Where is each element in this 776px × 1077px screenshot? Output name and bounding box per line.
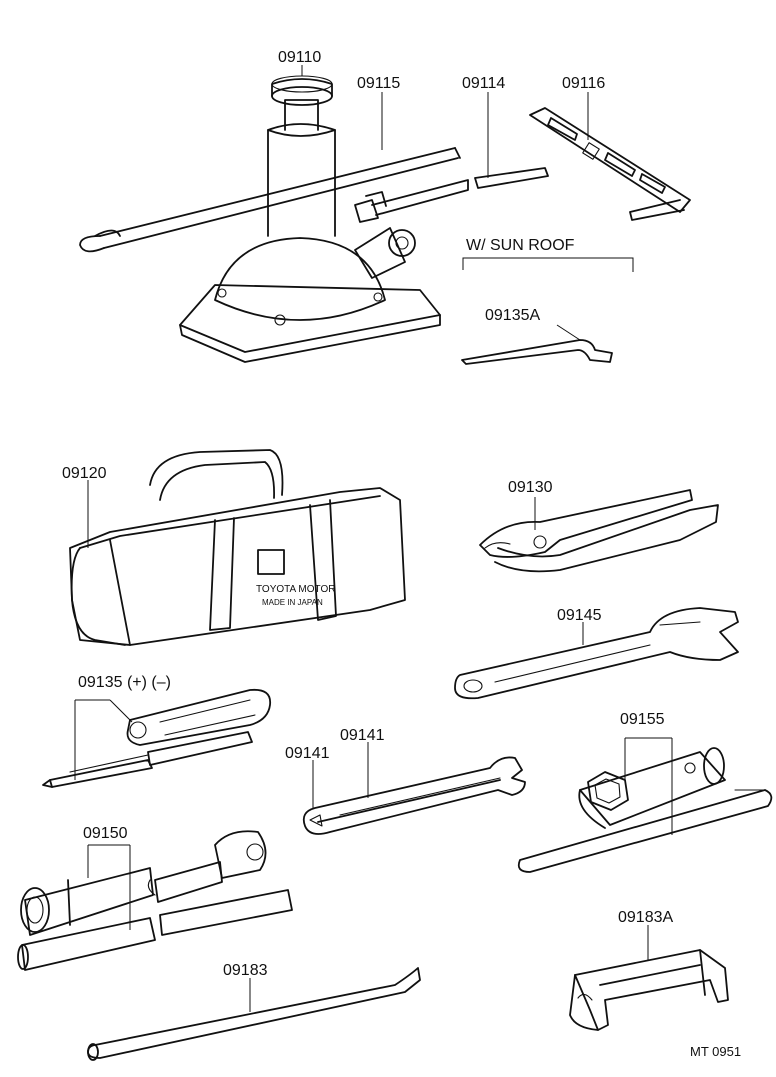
clamp-drawing <box>569 925 729 1031</box>
tool-bag-drawing: TOYOTA MOTOR MADE IN JAPAN <box>69 449 406 646</box>
sunroof-group-label: W/ SUN ROOF <box>466 237 575 254</box>
jack-handle-drawing <box>79 92 461 253</box>
adjustable-wrench-drawing <box>454 607 739 700</box>
jack-drawing <box>179 65 441 363</box>
part-label-09114: 09114 <box>462 75 506 92</box>
part-label-09150: 09150 <box>83 825 128 842</box>
pliers-drawing <box>479 489 719 573</box>
bag-brand-text: TOYOTA MOTOR <box>256 584 335 595</box>
bag-origin-text: MADE IN JAPAN <box>262 598 323 607</box>
screwdriver-set-drawing <box>42 688 272 788</box>
open-wrench-drawing <box>302 742 526 835</box>
part-label-09116: 09116 <box>562 75 606 92</box>
part-label-09110: 09110 <box>278 49 322 66</box>
part-label-09141-a: 09141 <box>285 745 330 762</box>
jack-crank-drawing <box>529 92 691 221</box>
plug-wrench-set-drawing <box>517 737 773 873</box>
tire-lever-drawing <box>87 967 421 1061</box>
wheel-nut-wrench-set-drawing <box>17 830 293 971</box>
sunroof-bracket <box>462 257 634 272</box>
part-label-09120: 09120 <box>62 465 107 482</box>
part-label-09135-screwdrivers: 09135 (+) (–) <box>78 674 171 691</box>
part-label-09183: 09183 <box>223 962 268 979</box>
part-label-09183A: 09183A <box>618 909 674 926</box>
part-label-09155: 09155 <box>620 711 665 728</box>
part-label-09141-b: 09141 <box>340 727 385 744</box>
part-label-09135A: 09135A <box>485 307 541 324</box>
jack-extension-drawing <box>354 92 549 223</box>
sunroof-wrench-drawing <box>461 324 613 365</box>
drawing-code: MT 0951 <box>690 1044 742 1059</box>
part-label-09115: 09115 <box>357 75 401 92</box>
part-label-09145: 09145 <box>557 607 602 624</box>
part-label-09130: 09130 <box>508 479 553 496</box>
